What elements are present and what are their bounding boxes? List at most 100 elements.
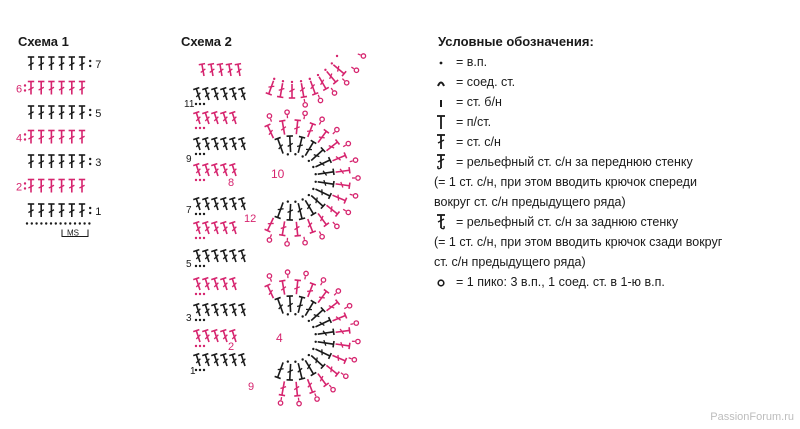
chain-dot bbox=[301, 198, 304, 201]
double-crochet-stitch bbox=[48, 56, 55, 70]
chain-dot bbox=[194, 368, 198, 372]
scheme-2-row-label: 10 bbox=[271, 167, 285, 181]
double-crochet-stitch bbox=[38, 154, 45, 168]
double-crochet-stitch bbox=[193, 352, 201, 367]
double-crochet-stitch bbox=[27, 154, 35, 168]
picot bbox=[266, 113, 273, 119]
double-crochet-stitch bbox=[202, 328, 210, 343]
double-crochet-stitch bbox=[317, 212, 330, 228]
turning-chain-dot bbox=[89, 108, 92, 112]
chain-dot bbox=[286, 360, 290, 363]
chain-dot bbox=[194, 178, 198, 182]
picot bbox=[353, 320, 360, 326]
picot bbox=[317, 97, 324, 104]
scheme-2-row bbox=[193, 328, 237, 348]
scheme-2-row-label: 5 bbox=[186, 259, 192, 270]
double-crochet-stitch bbox=[48, 203, 55, 217]
chain-dot bbox=[202, 264, 206, 268]
double-crochet-stitch bbox=[317, 179, 335, 188]
legend-item: = п/ст. bbox=[434, 112, 794, 132]
double-crochet-stitch bbox=[220, 86, 228, 101]
picot bbox=[342, 373, 349, 380]
scheme-1-row: 5 bbox=[27, 105, 101, 120]
foundation-chain-dot bbox=[59, 222, 62, 225]
double-crochet-stitch bbox=[58, 203, 65, 217]
double-crochet-stitch bbox=[335, 166, 351, 175]
double-crochet-stitch bbox=[78, 129, 86, 144]
double-crochet-stitch bbox=[264, 123, 275, 139]
legend-item-text: = ст. с/н bbox=[456, 135, 501, 149]
double-crochet-stitch bbox=[193, 136, 201, 151]
double-crochet-stitch bbox=[27, 129, 35, 144]
double-crochet-stitch bbox=[307, 121, 317, 138]
double-crochet-stitch bbox=[38, 80, 45, 95]
picot bbox=[296, 400, 302, 407]
double-crochet-stitch bbox=[317, 373, 330, 388]
double-crochet-stitch bbox=[78, 56, 86, 70]
double-crochet-stitch bbox=[48, 178, 55, 193]
double-crochet-stitch bbox=[216, 62, 224, 77]
scheme-1-row-label: 5 bbox=[95, 108, 101, 120]
scheme-2-row-label: 2 bbox=[228, 341, 234, 353]
double-crochet-stitch bbox=[264, 283, 275, 299]
picot bbox=[346, 302, 353, 309]
double-crochet-stitch bbox=[202, 162, 210, 177]
double-crochet-stitch bbox=[325, 364, 340, 378]
picot bbox=[355, 338, 361, 345]
double-crochet-stitch bbox=[304, 359, 317, 377]
double-crochet-stitch bbox=[229, 136, 237, 151]
double-crochet-stitch bbox=[234, 62, 242, 77]
scheme-1-row: 3 bbox=[27, 154, 101, 169]
picot bbox=[320, 277, 327, 283]
double-crochet-stitch bbox=[229, 276, 237, 291]
double-crochet-stitch bbox=[202, 136, 210, 151]
picot bbox=[302, 239, 308, 246]
upper-outer-fan bbox=[264, 119, 351, 237]
double-crochet-stitch bbox=[27, 80, 35, 95]
scheme-1-row: 7 bbox=[27, 56, 101, 71]
picot bbox=[335, 288, 342, 294]
double-crochet-stitch bbox=[310, 354, 326, 370]
picot bbox=[266, 237, 273, 243]
double-crochet-stitch bbox=[286, 295, 294, 313]
double-crochet-stitch bbox=[332, 354, 348, 365]
double-crochet-stitch bbox=[68, 80, 76, 95]
double-crochet-stitch bbox=[78, 105, 86, 119]
chain-dot bbox=[198, 102, 202, 106]
chain-dot bbox=[202, 236, 206, 240]
double-crochet-stitch bbox=[304, 199, 317, 217]
chain-dot bbox=[294, 200, 297, 203]
chain-dot bbox=[301, 315, 304, 318]
chain-dot bbox=[307, 193, 311, 197]
foundation-chain-dot bbox=[45, 222, 48, 225]
double-crochet-stitch bbox=[211, 248, 219, 263]
double-crochet-stitch bbox=[335, 327, 351, 335]
chain-dot bbox=[202, 344, 206, 348]
top-partial-fan bbox=[265, 64, 347, 99]
double-crochet-stitch bbox=[38, 178, 45, 193]
half-double-crochet-icon bbox=[437, 115, 445, 129]
legend-continuation: (= 1 ст. с/н, при этом вводить крючок сз… bbox=[434, 235, 723, 249]
double-crochet-stitch bbox=[229, 352, 237, 367]
double-crochet-stitch bbox=[309, 80, 319, 96]
double-crochet-stitch bbox=[238, 86, 246, 101]
chain-dot bbox=[312, 165, 315, 169]
double-crochet-stitch bbox=[220, 136, 228, 151]
double-crochet-stitch bbox=[58, 178, 65, 193]
chain-dot bbox=[198, 368, 202, 372]
double-crochet-stitch bbox=[220, 328, 228, 343]
picot-icon bbox=[437, 279, 445, 287]
double-crochet-stitch bbox=[193, 328, 201, 343]
double-crochet-stitch bbox=[297, 203, 306, 221]
double-crochet-stitch bbox=[229, 248, 237, 263]
double-crochet-stitch bbox=[315, 316, 333, 328]
double-crochet-stitch bbox=[193, 110, 201, 125]
picot bbox=[334, 126, 340, 133]
double-crochet-stitch bbox=[78, 80, 86, 95]
scheme-2-row bbox=[193, 86, 246, 106]
double-crochet-stitch bbox=[307, 218, 317, 235]
double-crochet-stitch bbox=[278, 119, 287, 135]
chain-dot bbox=[307, 159, 311, 163]
